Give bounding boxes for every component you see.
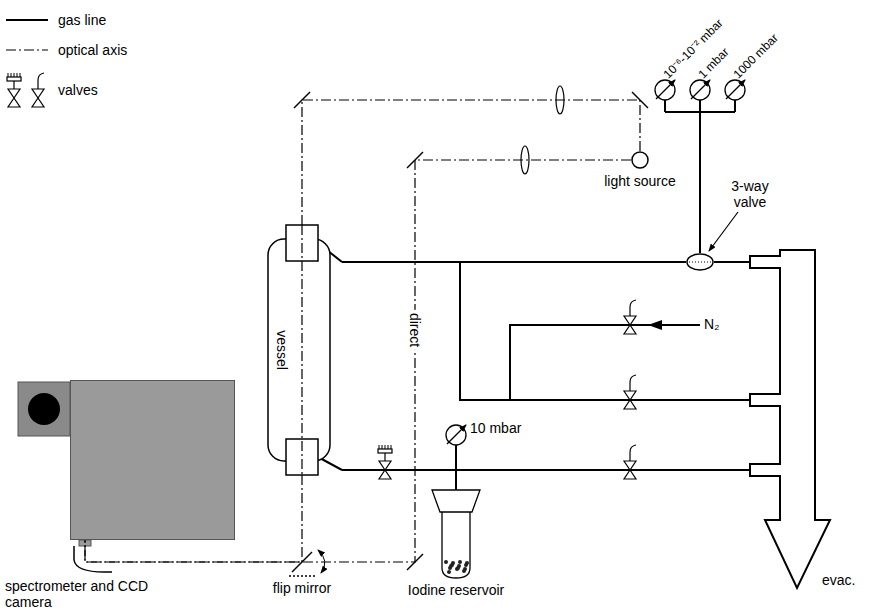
- annotation-label: N₂: [704, 316, 720, 332]
- edge-label: direct: [407, 310, 423, 350]
- legend-text: valves: [58, 82, 98, 98]
- gauge-stems: [456, 100, 735, 470]
- n2-inlet-line: [510, 325, 700, 400]
- gas-line: [342, 262, 750, 400]
- gauge-symbol: [446, 425, 466, 445]
- node-label: Iodine reservoir: [386, 582, 526, 598]
- svg-circle: [447, 570, 451, 574]
- node-label: light source: [600, 173, 680, 189]
- legend-valve: [32, 73, 44, 107]
- svg-polygon: [432, 490, 480, 512]
- legend-knob-valve: [7, 73, 21, 107]
- svg-circle: [455, 567, 459, 571]
- spectrometer-outline: [70, 380, 235, 540]
- iodine-reservoir: Iodine reservoir: [432, 490, 480, 578]
- gas-line: [342, 470, 456, 490]
- svg-path: [750, 250, 830, 588]
- valve: [624, 445, 636, 479]
- spectrometer: spectrometer and CCD camera: [70, 380, 235, 540]
- leader-arrow: [709, 212, 738, 251]
- camera-lens: [28, 393, 60, 425]
- svg-rect: [71, 381, 235, 540]
- valve: [624, 300, 636, 334]
- svg-circle: [448, 566, 452, 570]
- svg-line: [689, 262, 711, 263]
- legend-text: optical axis: [58, 42, 127, 58]
- svg-circle: [632, 152, 648, 168]
- svg-circle: [456, 566, 460, 570]
- svg-circle: [458, 560, 462, 564]
- svg-line: [301, 225, 302, 475]
- three-way-valve-outline: [686, 253, 714, 271]
- svg-circle: [462, 569, 466, 573]
- node-label: 3-way valve: [720, 178, 780, 210]
- concave-mirror: [74, 546, 112, 572]
- legend-text: gas line: [58, 12, 106, 28]
- knob-valve: [378, 445, 392, 479]
- gas-line: [456, 470, 750, 490]
- three-way-valve: 3-way valve: [686, 253, 714, 271]
- optical-axis: [302, 100, 640, 225]
- annotation-label: 10 mbar: [470, 420, 521, 436]
- flip-mirror-alt: [289, 575, 316, 576]
- gauge-symbol: [655, 80, 675, 100]
- node-label: spectrometer and CCD camera: [5, 578, 175, 610]
- ccd-camera: [18, 382, 70, 436]
- evac-arrow: evac.: [750, 250, 830, 590]
- svg-ellipse: [687, 254, 713, 270]
- legend-optical-axis-sample: [6, 49, 48, 50]
- gauge-symbol: [690, 80, 710, 100]
- legend-gas-line-sample: [6, 19, 48, 21]
- vessel: vessel: [262, 225, 342, 475]
- light-source-outline: [631, 151, 649, 169]
- gas-line: [714, 261, 750, 263]
- node-label: vessel: [274, 330, 290, 370]
- svg-circle: [464, 563, 468, 567]
- iodine-reservoir-outline: [432, 490, 480, 578]
- annotation-label: flip mirror: [270, 580, 334, 596]
- evac-arrow-outline: [750, 250, 830, 590]
- n2-flow-arrow: [648, 320, 662, 330]
- svg-path: [442, 512, 470, 578]
- annotation-label: 1000 mbar: [730, 30, 782, 82]
- gauge-symbol: [725, 80, 745, 100]
- svg-rect: [268, 239, 330, 461]
- valve: [624, 375, 636, 409]
- svg-circle: [444, 560, 448, 564]
- light-source: light source: [631, 151, 649, 169]
- node-label: evac.: [822, 572, 855, 588]
